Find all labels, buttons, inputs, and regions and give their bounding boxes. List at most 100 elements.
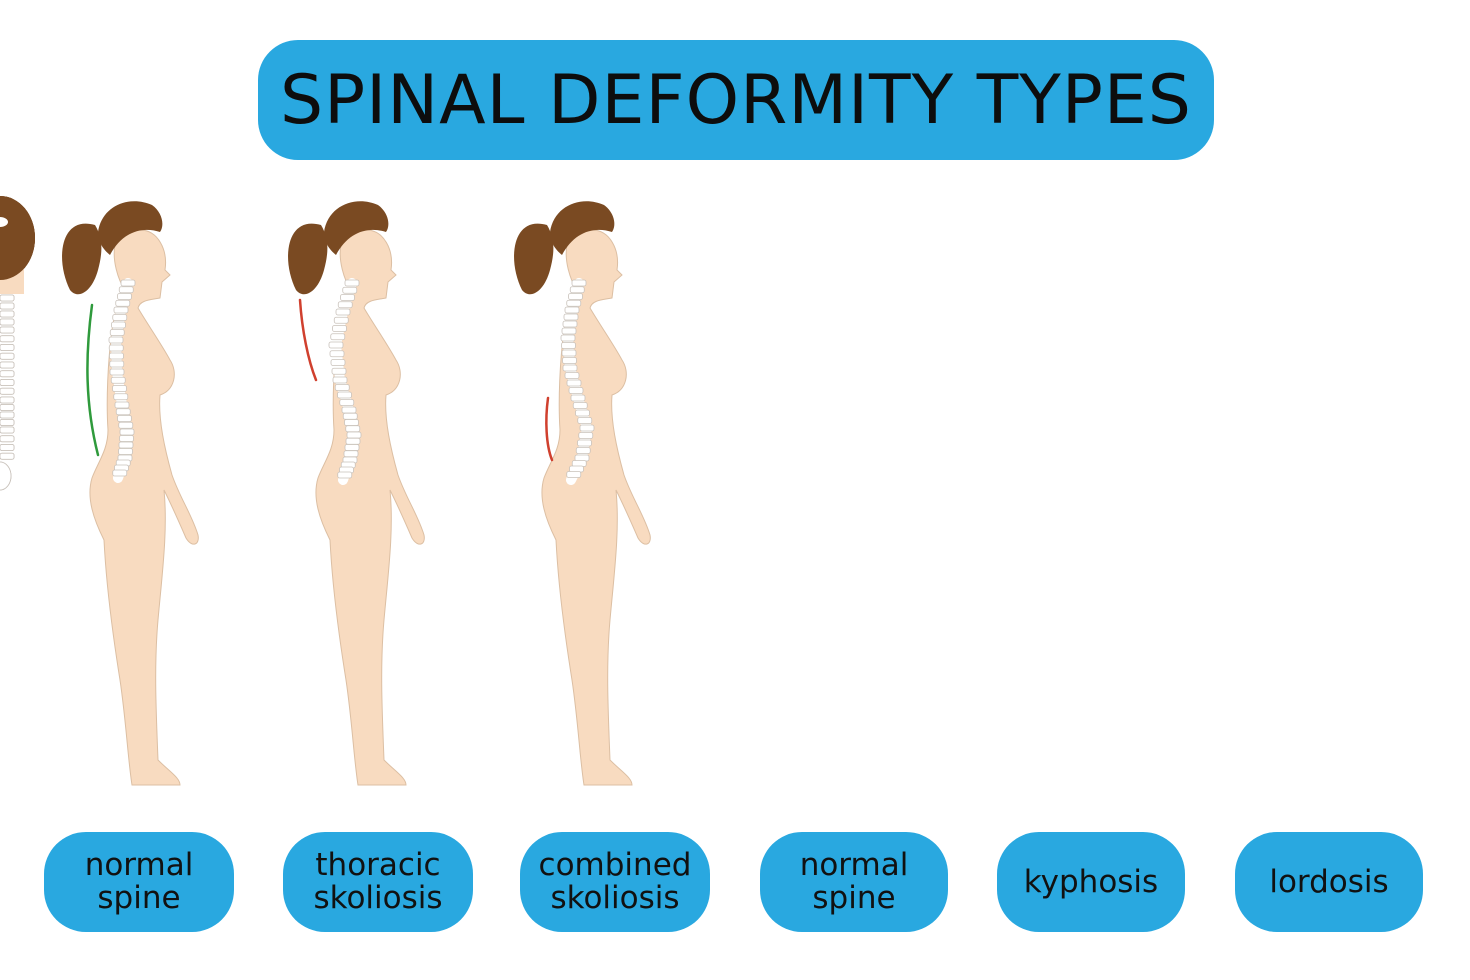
- vertebra-3: [568, 387, 584, 394]
- vertebra-6: [0, 404, 15, 411]
- vertebra-2: [343, 450, 359, 458]
- vertebra-1: [117, 415, 132, 422]
- vertebra-3: [566, 299, 582, 307]
- vertebra-3: [571, 279, 587, 287]
- side-figure-3: [514, 201, 651, 786]
- vertebra-3: [563, 313, 579, 321]
- label-text-1-2: spine: [97, 880, 181, 916]
- label-pill-6: lordosis: [1235, 832, 1423, 932]
- hair-1: [98, 201, 163, 255]
- hair-2: [324, 201, 389, 255]
- vertebra-3: [575, 447, 591, 454]
- vertebra-1: [118, 448, 133, 455]
- vertebra-3: [562, 364, 578, 372]
- vertebra-2: [346, 431, 362, 439]
- vertebra-1: [109, 368, 125, 376]
- vertebra-6: [0, 370, 15, 378]
- vertebra-3: [562, 320, 578, 328]
- vertebra-1: [113, 393, 129, 401]
- vertebra-2: [344, 444, 360, 451]
- label-text-4-1: normal: [799, 847, 909, 883]
- vertebra-1: [113, 306, 129, 314]
- vertebra-2: [332, 376, 348, 384]
- vertebra-1: [118, 421, 134, 429]
- figures-illustration: [0, 0, 651, 786]
- vertebra-1: [120, 279, 136, 287]
- vertebra-2: [331, 367, 347, 375]
- label-text-2-1: thoracic: [315, 847, 441, 883]
- label-text-1-1: normal: [84, 847, 194, 883]
- vertebra-3: [577, 417, 593, 424]
- vertebra-1: [108, 344, 124, 352]
- vertebra-2: [337, 301, 353, 309]
- vertebra-1: [118, 286, 134, 294]
- vertebra-2: [329, 350, 345, 358]
- ponytail-1: [62, 223, 102, 295]
- back-figure-6: [0, 196, 35, 491]
- vertebra-2: [345, 437, 361, 445]
- label-text-3-1: combined: [538, 847, 692, 883]
- vertebra-3: [578, 432, 594, 439]
- vertebra-1: [110, 376, 126, 384]
- vertebra-6: [0, 335, 15, 343]
- vertebra-6: [0, 294, 15, 302]
- vertebra-1: [108, 336, 124, 344]
- vertebra-3: [560, 334, 576, 342]
- vertebra-2: [341, 406, 357, 414]
- vertebra-6: [0, 419, 15, 426]
- vertebra-2: [337, 471, 353, 479]
- vertebra-1: [109, 360, 125, 368]
- curvature-indicator-3: [545, 396, 554, 462]
- vertebra-2: [335, 308, 351, 316]
- vertebra-2: [342, 286, 358, 294]
- vertebra-6: [0, 411, 15, 419]
- vertebra-2: [330, 359, 346, 366]
- label-text-5-1: kyphosis: [1023, 863, 1159, 900]
- vertebra-1: [119, 435, 134, 442]
- vertebra-3: [562, 357, 577, 364]
- vertebra-1: [112, 469, 128, 477]
- vertebra-3: [561, 349, 577, 357]
- vertebra-6: [0, 435, 15, 443]
- page-title: SPINAL DEFORMITY TYPES: [280, 60, 1192, 140]
- title-banner: SPINAL DEFORMITY TYPES: [258, 40, 1214, 160]
- vertebra-1: [114, 401, 130, 409]
- vertebra-6: [0, 352, 15, 360]
- vertebra-2: [334, 384, 350, 391]
- vertebra-3: [566, 379, 582, 387]
- body-3: [541, 229, 651, 786]
- vertebra-1: [117, 293, 132, 300]
- vertebra-3: [564, 372, 580, 379]
- vertebra-1: [118, 441, 134, 449]
- vertebra-1: [112, 314, 128, 321]
- vertebra-6: [0, 361, 15, 369]
- vertebra-2: [342, 412, 358, 420]
- vertebra-3: [566, 471, 582, 478]
- ponytail-3: [514, 223, 554, 295]
- side-figure-1: [62, 201, 199, 786]
- vertebra-1: [115, 408, 131, 416]
- label-pill-5: kyphosis: [997, 832, 1185, 932]
- vertebra-1: [109, 352, 124, 360]
- hair-3: [550, 201, 615, 255]
- ponytail-2: [288, 223, 328, 295]
- vertebra-3: [579, 424, 595, 432]
- vertebra-3: [561, 327, 577, 335]
- vertebra-6: [0, 344, 15, 351]
- vertebra-6: [0, 310, 15, 318]
- vertebra-2: [345, 425, 361, 433]
- side-figure-2: [288, 201, 425, 786]
- vertebra-3: [570, 394, 586, 402]
- sacrum-6: [0, 461, 12, 491]
- label-text-6-1: lordosis: [1269, 863, 1389, 900]
- vertebra-6: [0, 387, 15, 395]
- body-2: [315, 229, 425, 786]
- vertebra-2: [344, 419, 359, 426]
- vertebra-2: [339, 399, 355, 406]
- vertebra-1: [119, 428, 135, 436]
- vertebra-2: [344, 279, 360, 287]
- vertebra-2: [333, 316, 349, 324]
